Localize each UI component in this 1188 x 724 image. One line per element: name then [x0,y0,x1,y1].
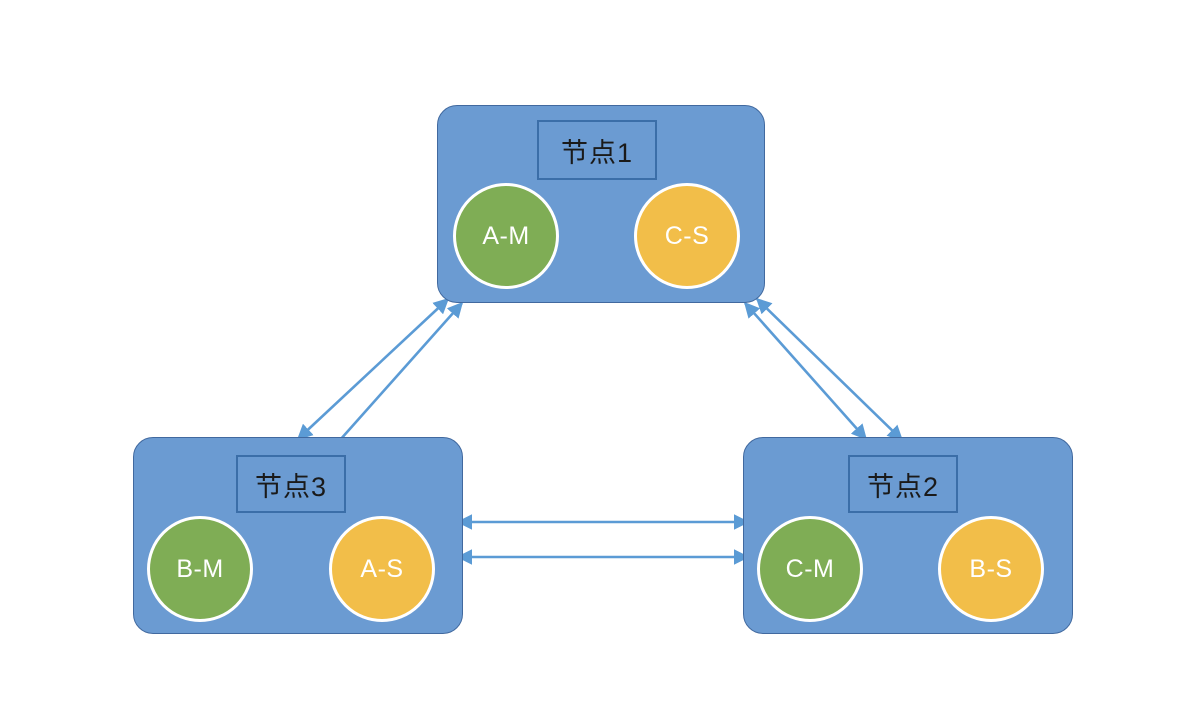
instance-circle-c-s[interactable]: C-S [634,183,740,289]
instance-label: B-S [969,554,1013,583]
instance-label: A-M [482,221,530,250]
instance-label: A-S [360,554,404,583]
node-title-node1: 节点1 [537,120,657,180]
node-title-node3: 节点3 [236,455,346,513]
node-title-text: 节点3 [254,471,328,502]
edge-node2-node1-b [755,297,904,442]
node-title-node2: 节点2 [848,455,958,513]
instance-circle-c-m[interactable]: C-M [757,516,863,622]
node-title-text: 节点2 [866,471,940,502]
edge-node2-node1-a [743,301,868,441]
edge-node3-node1-a [296,297,450,441]
instance-circle-b-m[interactable]: B-M [147,516,253,622]
instance-label: C-M [785,554,835,583]
instance-label: C-S [664,221,710,250]
instance-label: B-M [176,554,224,583]
instance-circle-a-m[interactable]: A-M [453,183,559,289]
instance-circle-b-s[interactable]: B-S [938,516,1044,622]
edge-node3-node1-b [339,301,464,441]
node-title-text: 节点1 [560,137,634,168]
instance-circle-a-s[interactable]: A-S [329,516,435,622]
